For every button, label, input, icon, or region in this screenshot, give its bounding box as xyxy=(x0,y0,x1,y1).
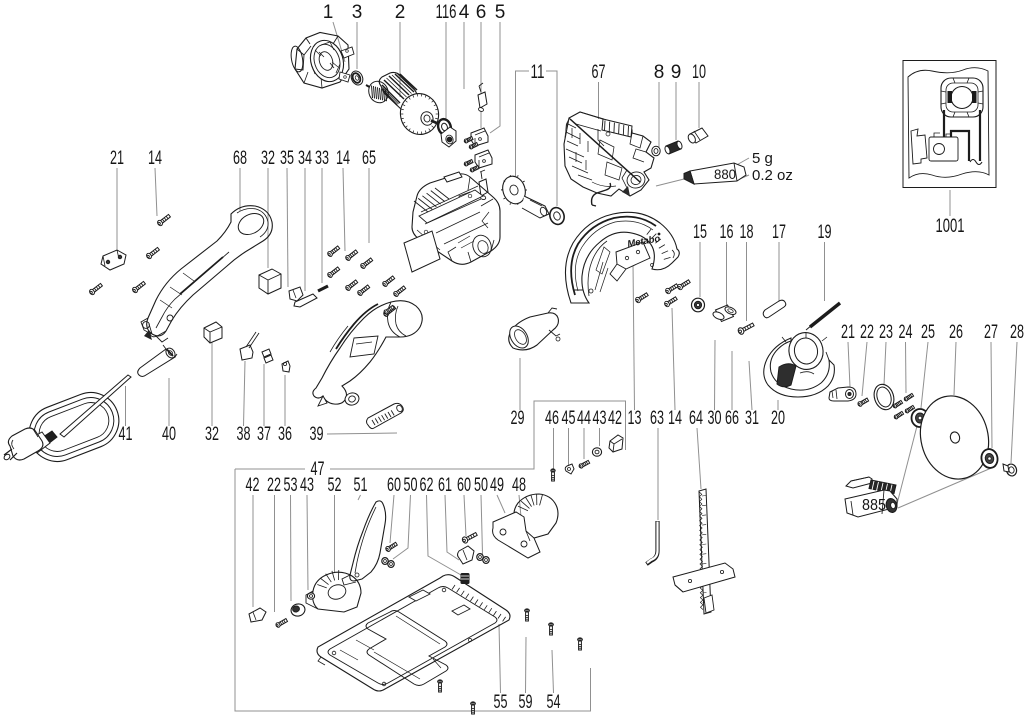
svg-text:43: 43 xyxy=(300,475,314,496)
svg-text:29: 29 xyxy=(511,408,525,429)
svg-text:66: 66 xyxy=(725,408,739,429)
svg-text:1: 1 xyxy=(323,2,334,23)
svg-text:18: 18 xyxy=(740,222,754,243)
svg-text:3: 3 xyxy=(352,2,363,23)
svg-text:33: 33 xyxy=(315,148,329,169)
svg-text:61: 61 xyxy=(438,475,452,496)
svg-text:38: 38 xyxy=(237,424,251,445)
svg-text:14: 14 xyxy=(668,408,682,429)
svg-text:17: 17 xyxy=(772,222,786,243)
svg-text:65: 65 xyxy=(362,148,376,169)
svg-text:50: 50 xyxy=(404,475,418,496)
svg-text:32: 32 xyxy=(261,148,275,169)
svg-text:47: 47 xyxy=(311,459,325,480)
svg-text:59: 59 xyxy=(519,692,533,713)
svg-text:42: 42 xyxy=(608,408,622,429)
svg-text:40: 40 xyxy=(162,424,176,445)
svg-text:25: 25 xyxy=(921,322,935,343)
svg-text:5: 5 xyxy=(495,2,506,23)
svg-text:41: 41 xyxy=(119,424,133,445)
svg-text:880: 880 xyxy=(714,167,736,182)
svg-text:21: 21 xyxy=(841,322,855,343)
svg-text:14: 14 xyxy=(148,148,162,169)
svg-text:42: 42 xyxy=(246,475,260,496)
svg-text:53: 53 xyxy=(284,475,298,496)
svg-text:13: 13 xyxy=(628,408,642,429)
svg-text:43: 43 xyxy=(593,408,607,429)
svg-text:32: 32 xyxy=(205,424,219,445)
svg-text:11: 11 xyxy=(531,62,545,83)
svg-text:60: 60 xyxy=(457,475,471,496)
svg-text:8: 8 xyxy=(654,62,665,83)
svg-text:27: 27 xyxy=(984,322,998,343)
svg-text:44: 44 xyxy=(577,408,591,429)
svg-text:116: 116 xyxy=(436,2,457,23)
svg-text:36: 36 xyxy=(278,424,292,445)
svg-text:63: 63 xyxy=(650,408,664,429)
svg-text:19: 19 xyxy=(818,222,832,243)
svg-text:35: 35 xyxy=(280,148,294,169)
svg-text:34: 34 xyxy=(298,148,312,169)
svg-text:39: 39 xyxy=(310,424,324,445)
svg-text:30: 30 xyxy=(708,408,722,429)
svg-text:21: 21 xyxy=(110,148,124,169)
svg-text:10: 10 xyxy=(692,62,706,83)
svg-text:22: 22 xyxy=(860,322,874,343)
svg-text:4: 4 xyxy=(459,2,470,23)
svg-text:14: 14 xyxy=(336,148,350,169)
svg-text:26: 26 xyxy=(949,322,963,343)
svg-text:20: 20 xyxy=(771,408,785,429)
svg-text:24: 24 xyxy=(899,322,913,343)
svg-text:52: 52 xyxy=(328,475,342,496)
svg-text:51: 51 xyxy=(354,475,368,496)
svg-text:15: 15 xyxy=(693,222,707,243)
svg-text:28: 28 xyxy=(1010,322,1024,343)
svg-text:62: 62 xyxy=(420,475,434,496)
svg-text:64: 64 xyxy=(689,408,703,429)
svg-text:31: 31 xyxy=(745,408,759,429)
svg-text:1001: 1001 xyxy=(936,216,965,237)
svg-text:60: 60 xyxy=(387,475,401,496)
svg-text:885: 885 xyxy=(862,497,886,514)
svg-text:48: 48 xyxy=(512,475,526,496)
svg-text:49: 49 xyxy=(490,475,504,496)
svg-text:9: 9 xyxy=(671,62,682,83)
svg-text:67: 67 xyxy=(592,62,606,83)
svg-text:23: 23 xyxy=(879,322,893,343)
svg-text:22: 22 xyxy=(267,475,281,496)
svg-text:54: 54 xyxy=(547,692,561,713)
svg-text:68: 68 xyxy=(233,148,247,169)
svg-text:46: 46 xyxy=(545,408,559,429)
svg-text:55: 55 xyxy=(494,692,508,713)
svg-text:16: 16 xyxy=(720,222,734,243)
svg-text:45: 45 xyxy=(562,408,576,429)
svg-text:2: 2 xyxy=(395,2,406,23)
svg-text:5 g: 5 g xyxy=(752,150,773,167)
svg-text:6: 6 xyxy=(476,2,487,23)
svg-text:0.2 oz: 0.2 oz xyxy=(752,167,793,184)
svg-text:37: 37 xyxy=(257,424,271,445)
svg-text:50: 50 xyxy=(474,475,488,496)
